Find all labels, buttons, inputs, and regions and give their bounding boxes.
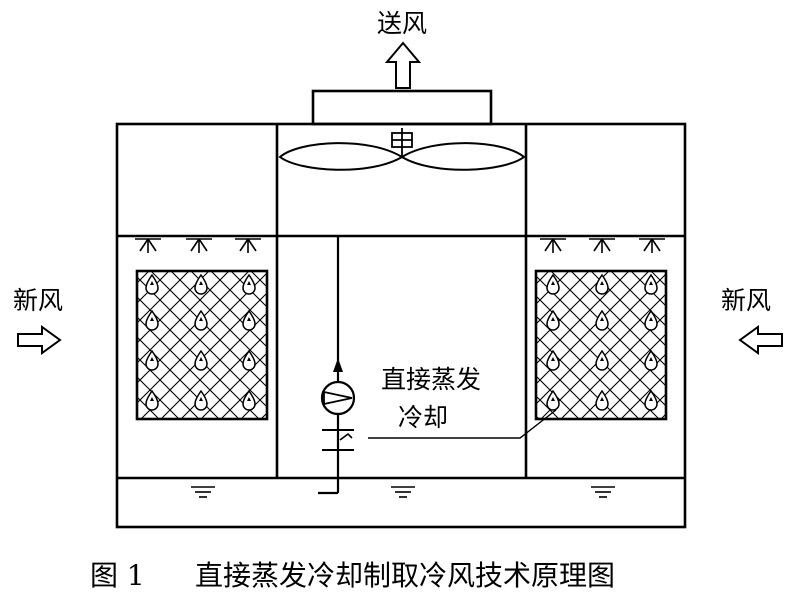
fresh-air-arrow-left (17, 326, 61, 354)
figure-title: 直接蒸发冷却制取冷风技术原理图 (195, 559, 615, 592)
fresh-air-arrow-right (739, 326, 783, 354)
spray-nozzles-right (539, 238, 666, 254)
evaporative-pad-left (135, 269, 269, 421)
spray-nozzles-left (134, 238, 262, 254)
callout-label-line2: 冷却 (398, 403, 448, 432)
supply-air-arrow (384, 41, 422, 89)
callout-leader-line (368, 409, 557, 439)
callout-label-line1: 直接蒸发 (381, 365, 481, 394)
fresh-air-label-left: 新风 (13, 286, 63, 315)
fresh-air-label-right: 新风 (721, 286, 771, 315)
figure-number: 图 1 (90, 559, 145, 592)
circulation-pump (318, 236, 356, 495)
unit-casing (115, 122, 687, 529)
water-level-symbols (190, 486, 616, 498)
supply-air-label: 送风 (377, 9, 427, 38)
air-outlet-hood (311, 89, 493, 126)
evaporative-pad-right (534, 269, 668, 421)
fan (278, 128, 526, 171)
